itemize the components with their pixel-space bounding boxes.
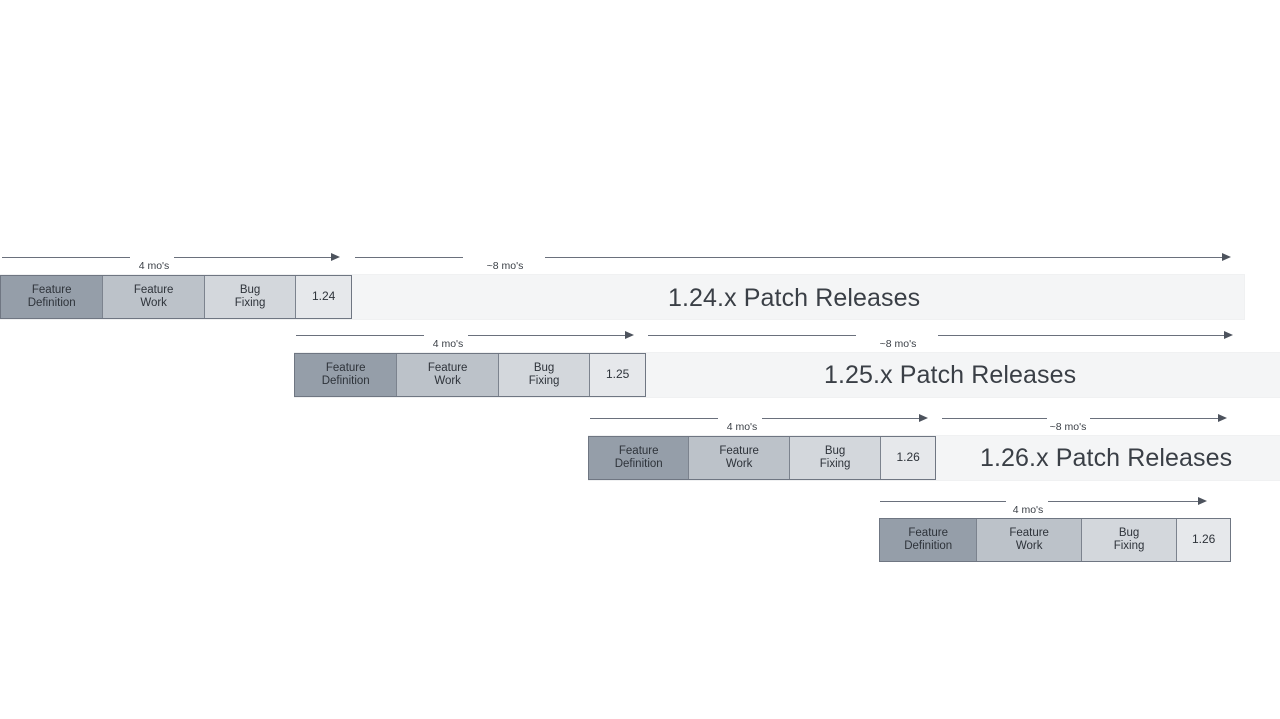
patch-release-label-1-25: 1.25.x Patch Releases bbox=[824, 361, 1077, 389]
phase-bug-fixing-1-25: Bug Fixing bbox=[498, 354, 591, 396]
dev-duration-label-1-26-next: 4 mo's bbox=[1012, 504, 1044, 516]
phase-label-line2: Fixing bbox=[234, 297, 266, 309]
patch-duration-measure-1-26: ~8 mo's bbox=[942, 411, 1236, 432]
phase-label-line1: Bug bbox=[1118, 526, 1140, 539]
version-box-1-25: 1.25 bbox=[590, 354, 646, 396]
phase-feature-work-1-26: Feature Work bbox=[689, 437, 790, 479]
phase-bar-1-26: Feature Definition Feature Work Bug Fixi… bbox=[588, 436, 936, 480]
dev-duration-measure-1-26-next: 4 mo's bbox=[880, 494, 1210, 515]
arrow-head-icon bbox=[1198, 496, 1207, 505]
arrow-head-icon bbox=[1222, 252, 1231, 261]
phase-label-line2: Work bbox=[434, 375, 461, 387]
phase-label-line2: Definition bbox=[614, 458, 663, 470]
phase-label-line1: Feature bbox=[325, 361, 366, 374]
phase-bar-1-25: Feature Definition Feature Work Bug Fixi… bbox=[294, 353, 646, 397]
arrow-head-icon bbox=[919, 413, 928, 422]
phase-feature-definition-1-24: Feature Definition bbox=[1, 276, 104, 318]
phase-bar-1-24: Feature Definition Feature Work Bug Fixi… bbox=[0, 275, 352, 319]
phase-label-line2: Definition bbox=[27, 297, 76, 309]
version-box-1-24: 1.24 bbox=[296, 276, 352, 318]
patch-release-label-1-26: 1.26.x Patch Releases bbox=[980, 444, 1233, 472]
phase-label-line1: Feature bbox=[618, 444, 659, 457]
phase-feature-work-1-25: Feature Work bbox=[397, 354, 499, 396]
patch-duration-label-1-24: ~8 mo's bbox=[486, 260, 524, 272]
dev-duration-label-1-24: 4 mo's bbox=[138, 260, 170, 272]
patch-duration-measure-1-24: ~8 mo's bbox=[355, 250, 1235, 271]
phase-feature-definition-1-26: Feature Definition bbox=[589, 437, 690, 479]
phase-feature-definition-1-26-next: Feature Definition bbox=[880, 519, 978, 561]
phase-label-line2: Work bbox=[1015, 540, 1043, 552]
phase-label-line2: Definition bbox=[321, 375, 370, 387]
phase-label-line1: Feature bbox=[1009, 526, 1049, 539]
patch-release-label-1-24: 1.24.x Patch Releases bbox=[668, 284, 921, 312]
phase-feature-work-1-26-next: Feature Work bbox=[977, 519, 1082, 561]
phase-label-line1: Feature bbox=[427, 361, 468, 374]
phase-feature-definition-1-25: Feature Definition bbox=[295, 354, 398, 396]
patch-duration-label-1-25: ~8 mo's bbox=[879, 338, 917, 350]
phase-feature-work-1-24: Feature Work bbox=[103, 276, 205, 318]
patch-duration-label-1-26: ~8 mo's bbox=[1049, 421, 1087, 433]
phase-label-line2: Work bbox=[140, 297, 167, 309]
phase-label-line1: Feature bbox=[908, 526, 949, 539]
arrow-head-icon bbox=[1224, 330, 1233, 339]
dev-duration-label-1-25: 4 mo's bbox=[432, 338, 464, 350]
phase-label-line1: Feature bbox=[31, 283, 72, 296]
phase-label-line1: Bug bbox=[533, 361, 555, 374]
phase-label-line2: Fixing bbox=[819, 458, 851, 470]
version-box-1-26-next: 1.26 bbox=[1177, 519, 1230, 561]
dev-duration-measure-1-25: 4 mo's bbox=[296, 328, 636, 349]
dev-duration-measure-1-24: 4 mo's bbox=[2, 250, 342, 271]
phase-label-line2: Definition bbox=[904, 540, 953, 552]
arrow-head-icon bbox=[1218, 413, 1227, 422]
dev-duration-measure-1-26: 4 mo's bbox=[590, 411, 930, 432]
phase-label-line1: Feature bbox=[133, 283, 174, 296]
phase-bug-fixing-1-26: Bug Fixing bbox=[789, 437, 882, 479]
version-box-1-26: 1.26 bbox=[881, 437, 935, 479]
phase-label-line2: Fixing bbox=[1113, 540, 1145, 552]
phase-label-line1: Feature bbox=[719, 444, 759, 457]
phase-bar-1-26-next: Feature Definition Feature Work Bug Fixi… bbox=[879, 518, 1231, 562]
phase-label-line1: Bug bbox=[239, 283, 261, 296]
arrow-head-icon bbox=[625, 330, 634, 339]
phase-label-line1: Bug bbox=[824, 444, 846, 457]
arrow-head-icon bbox=[331, 252, 340, 261]
dev-duration-label-1-26: 4 mo's bbox=[726, 421, 758, 433]
phase-bug-fixing-1-26-next: Bug Fixing bbox=[1081, 519, 1178, 561]
phase-label-line2: Work bbox=[725, 458, 753, 470]
phase-label-line2: Fixing bbox=[528, 375, 560, 387]
patch-duration-measure-1-25: ~8 mo's bbox=[648, 328, 1236, 349]
phase-bug-fixing-1-24: Bug Fixing bbox=[204, 276, 297, 318]
